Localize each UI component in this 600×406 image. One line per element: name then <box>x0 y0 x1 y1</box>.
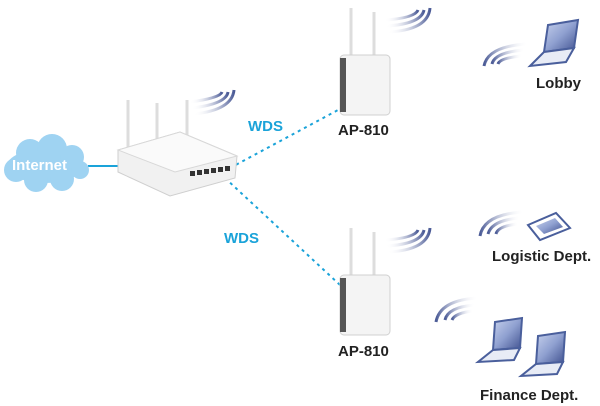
wds-link-top <box>229 109 339 169</box>
wds-link-bottom <box>224 177 341 286</box>
client-label: Logistic Dept. <box>492 248 592 265</box>
phone-icon <box>526 211 572 242</box>
internet-label: Internet <box>12 157 68 174</box>
access-point-icon <box>339 228 391 336</box>
client-label: Lobby <box>536 75 581 92</box>
wds-label: WDS <box>248 118 283 135</box>
wds-label: WDS <box>224 230 259 247</box>
wifi-signal-icon <box>189 89 236 116</box>
ap-label: AP-810 <box>338 343 389 360</box>
wifi-signal-icon <box>384 227 432 254</box>
wifi-signal-icon <box>482 42 529 67</box>
ap-label: AP-810 <box>338 122 389 139</box>
laptop-icon <box>527 18 580 68</box>
wifi-signal-icon <box>478 210 525 237</box>
laptop-icon <box>474 316 524 364</box>
wifi-signal-icon <box>434 296 479 323</box>
client-label: Finance Dept. <box>480 387 579 404</box>
internet-cloud-icon <box>4 134 89 192</box>
wifi-signal-icon <box>384 7 432 34</box>
access-point-icon <box>339 8 391 116</box>
laptop-icon <box>517 330 567 378</box>
router-icon <box>116 100 239 197</box>
